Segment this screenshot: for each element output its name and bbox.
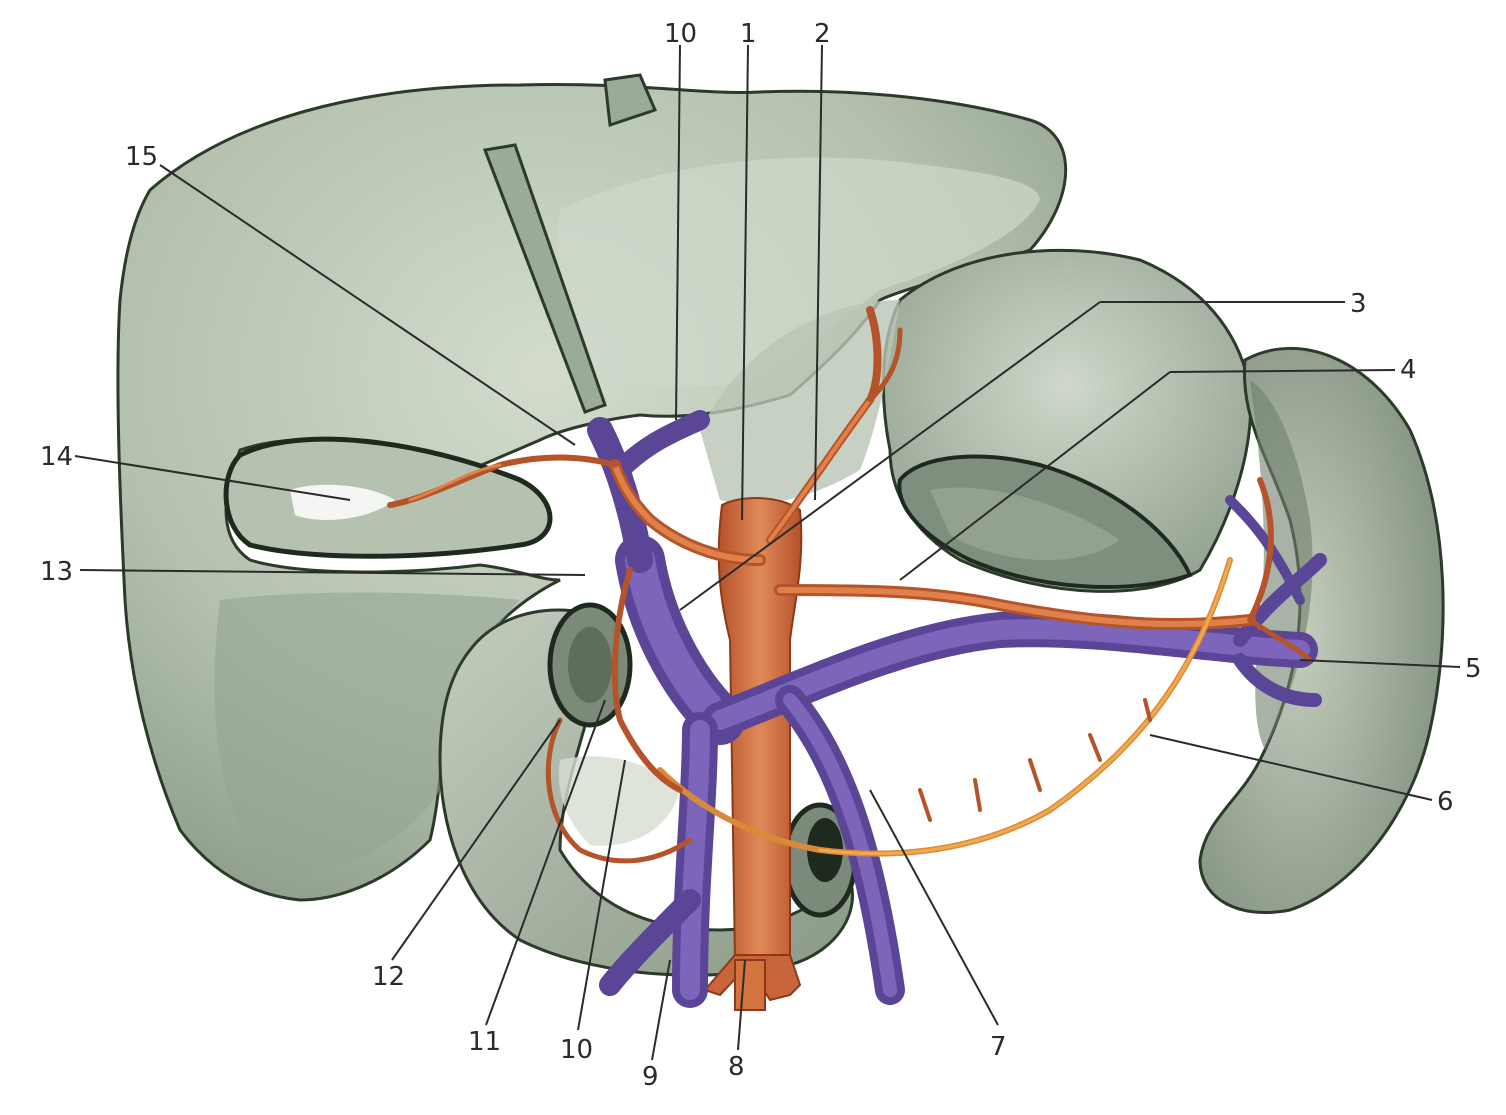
leader-9 bbox=[651, 959, 671, 1061]
label-3: 3 bbox=[1350, 289, 1367, 319]
leader-10-bottom bbox=[577, 759, 626, 1031]
label-5: 5 bbox=[1465, 654, 1482, 684]
leader-12 bbox=[391, 719, 561, 961]
labels: 1 2 3 4 5 6 7 8 9 10 10 11 12 13 14 15 bbox=[40, 19, 1482, 1092]
portal-venous-system bbox=[587, 410, 1327, 1008]
label-6: 6 bbox=[1437, 787, 1454, 817]
leader-15 bbox=[159, 164, 576, 446]
label-4: 4 bbox=[1400, 355, 1417, 385]
leader-5 bbox=[1299, 659, 1461, 668]
label-14: 14 bbox=[40, 442, 73, 472]
duodenum bbox=[438, 602, 858, 977]
leader-3b bbox=[679, 301, 1101, 611]
leader-lines bbox=[74, 44, 1461, 1061]
label-1: 1 bbox=[740, 19, 757, 49]
stomach bbox=[700, 248, 1253, 593]
leader-7 bbox=[869, 789, 999, 1026]
leader-11 bbox=[485, 699, 606, 1026]
aorta bbox=[703, 497, 803, 1011]
label-8: 8 bbox=[728, 1052, 745, 1082]
label-15: 15 bbox=[125, 142, 158, 172]
leader-10-top bbox=[675, 44, 681, 421]
leader-14 bbox=[74, 455, 351, 501]
leader-1 bbox=[741, 44, 749, 521]
label-10-bottom: 10 bbox=[560, 1035, 593, 1065]
label-10-top: 10 bbox=[664, 19, 697, 49]
leader-6 bbox=[1149, 734, 1433, 801]
label-2: 2 bbox=[814, 19, 831, 49]
arterial-system bbox=[387, 306, 1313, 864]
label-12: 12 bbox=[372, 962, 405, 992]
label-11: 11 bbox=[468, 1027, 501, 1057]
label-7: 7 bbox=[990, 1032, 1007, 1062]
leader-13 bbox=[79, 569, 586, 576]
label-9: 9 bbox=[642, 1062, 659, 1092]
leader-4b bbox=[899, 371, 1171, 581]
label-13: 13 bbox=[40, 557, 73, 587]
leader-4 bbox=[1169, 369, 1396, 373]
leader-8 bbox=[737, 959, 746, 1051]
leader-2 bbox=[814, 44, 823, 501]
